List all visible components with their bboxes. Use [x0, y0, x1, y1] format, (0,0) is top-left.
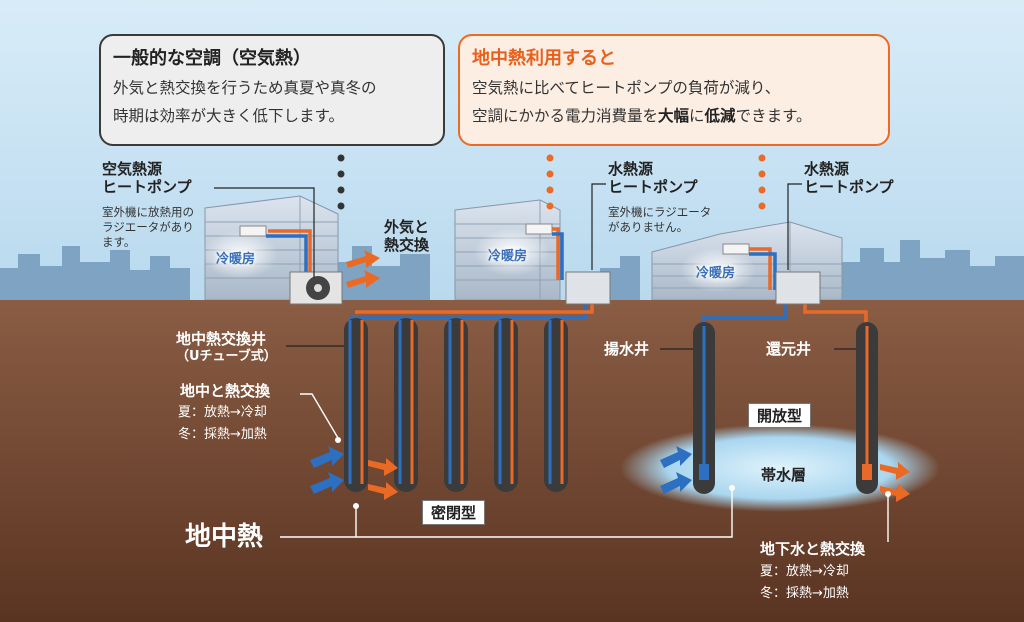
u-tube-well-5	[544, 318, 568, 492]
callout-geothermal-line2: 空調にかかる電力消費量を大幅に低減できます。	[472, 107, 812, 125]
u-tube-well-2	[394, 318, 418, 492]
injection-well	[856, 322, 878, 494]
outdoor-unit-water-2	[775, 271, 821, 305]
label-ground-heat-exchange-well: 地中熱交換井（Uチューブ式）	[176, 330, 277, 364]
closed-loop-wells	[344, 318, 568, 492]
label-cooling-heating-middle: 冷暖房	[488, 249, 528, 264]
callout-geothermal-title: 地中熱利用すると	[472, 48, 616, 69]
indoor-unit-left	[239, 225, 267, 237]
label-water-source-heat-pump-2: 水熱源ヒートポンプ	[804, 160, 894, 196]
ground-exchange-details: 夏：放熱→冷却冬：採熱→加熱	[178, 405, 267, 442]
connector-dots-left	[337, 154, 345, 210]
label-aquifer: 帯水層	[761, 466, 807, 484]
outdoor-unit-water-1	[565, 271, 611, 305]
pumping-well	[693, 322, 715, 494]
pipework	[266, 227, 868, 330]
label-ground-exchange: 地中と熱交換	[180, 382, 271, 400]
indoor-unit-right	[722, 243, 750, 255]
note-air-source: 室外機に放熱用のラジエータがあります。	[102, 205, 194, 249]
city-skyline	[0, 240, 1024, 300]
glow-left	[202, 231, 278, 279]
label-open-type: 開放型	[748, 403, 812, 428]
note-water-source: 室外機にラジエータがありません。	[608, 205, 712, 234]
connector-dots-mid	[546, 154, 554, 210]
callout-geothermal-line1: 空気熱に比べてヒートポンプの負荷が減り、	[472, 79, 781, 97]
label-water-source-heat-pump-1: 水熱源ヒートポンプ	[608, 160, 698, 196]
callout-conventional-line1: 外気と熱交換を行うため真夏や真冬の	[113, 79, 377, 97]
label-pumping-well: 揚水井	[604, 340, 650, 358]
outdoor-unit-air	[289, 271, 343, 305]
leader-dots	[335, 437, 891, 509]
callout-conventional: 一般的な空調（空気熱） 外気と熱交換を行うため真夏や真冬の 時期は効率が大きく低…	[99, 34, 445, 146]
ground-heat-arrows-out	[368, 458, 910, 502]
air-exchange-arrows	[346, 250, 380, 288]
label-geothermal-heat: 地中熱	[185, 522, 264, 552]
u-tube-well-4	[494, 318, 518, 492]
u-tube-well-3	[444, 318, 468, 492]
label-air-source-heat-pump: 空気熱源ヒートポンプ	[102, 160, 192, 196]
glow-middle	[474, 228, 550, 276]
glow-right	[680, 248, 756, 292]
label-groundwater-exchange: 地下水と熱交換	[760, 540, 866, 558]
ground-heat-arrows-in	[310, 446, 692, 494]
label-cooling-heating-left: 冷暖房	[216, 252, 256, 267]
callout-geothermal: 地中熱利用すると 空気熱に比べてヒートポンプの負荷が減り、 空調にかかる電力消費…	[458, 34, 890, 146]
leader-lines	[214, 183, 856, 350]
connector-dots-right	[758, 154, 766, 210]
groundwater-exchange-details: 夏：放熱→冷却冬：採熱→加熱	[760, 564, 849, 601]
callout-conventional-title: 一般的な空調（空気熱）	[113, 48, 311, 69]
u-tube-well-1	[344, 318, 368, 492]
label-cooling-heating-right: 冷暖房	[696, 266, 736, 281]
leader-lines-white	[280, 393, 889, 542]
label-outdoor-air-exchange: 外気と熱交換	[384, 218, 430, 254]
label-closed-type: 密閉型	[422, 500, 486, 525]
indoor-unit-middle	[525, 223, 553, 235]
callout-conventional-line2: 時期は効率が大きく低下します。	[113, 107, 344, 125]
label-injection-well: 還元井	[766, 340, 812, 358]
